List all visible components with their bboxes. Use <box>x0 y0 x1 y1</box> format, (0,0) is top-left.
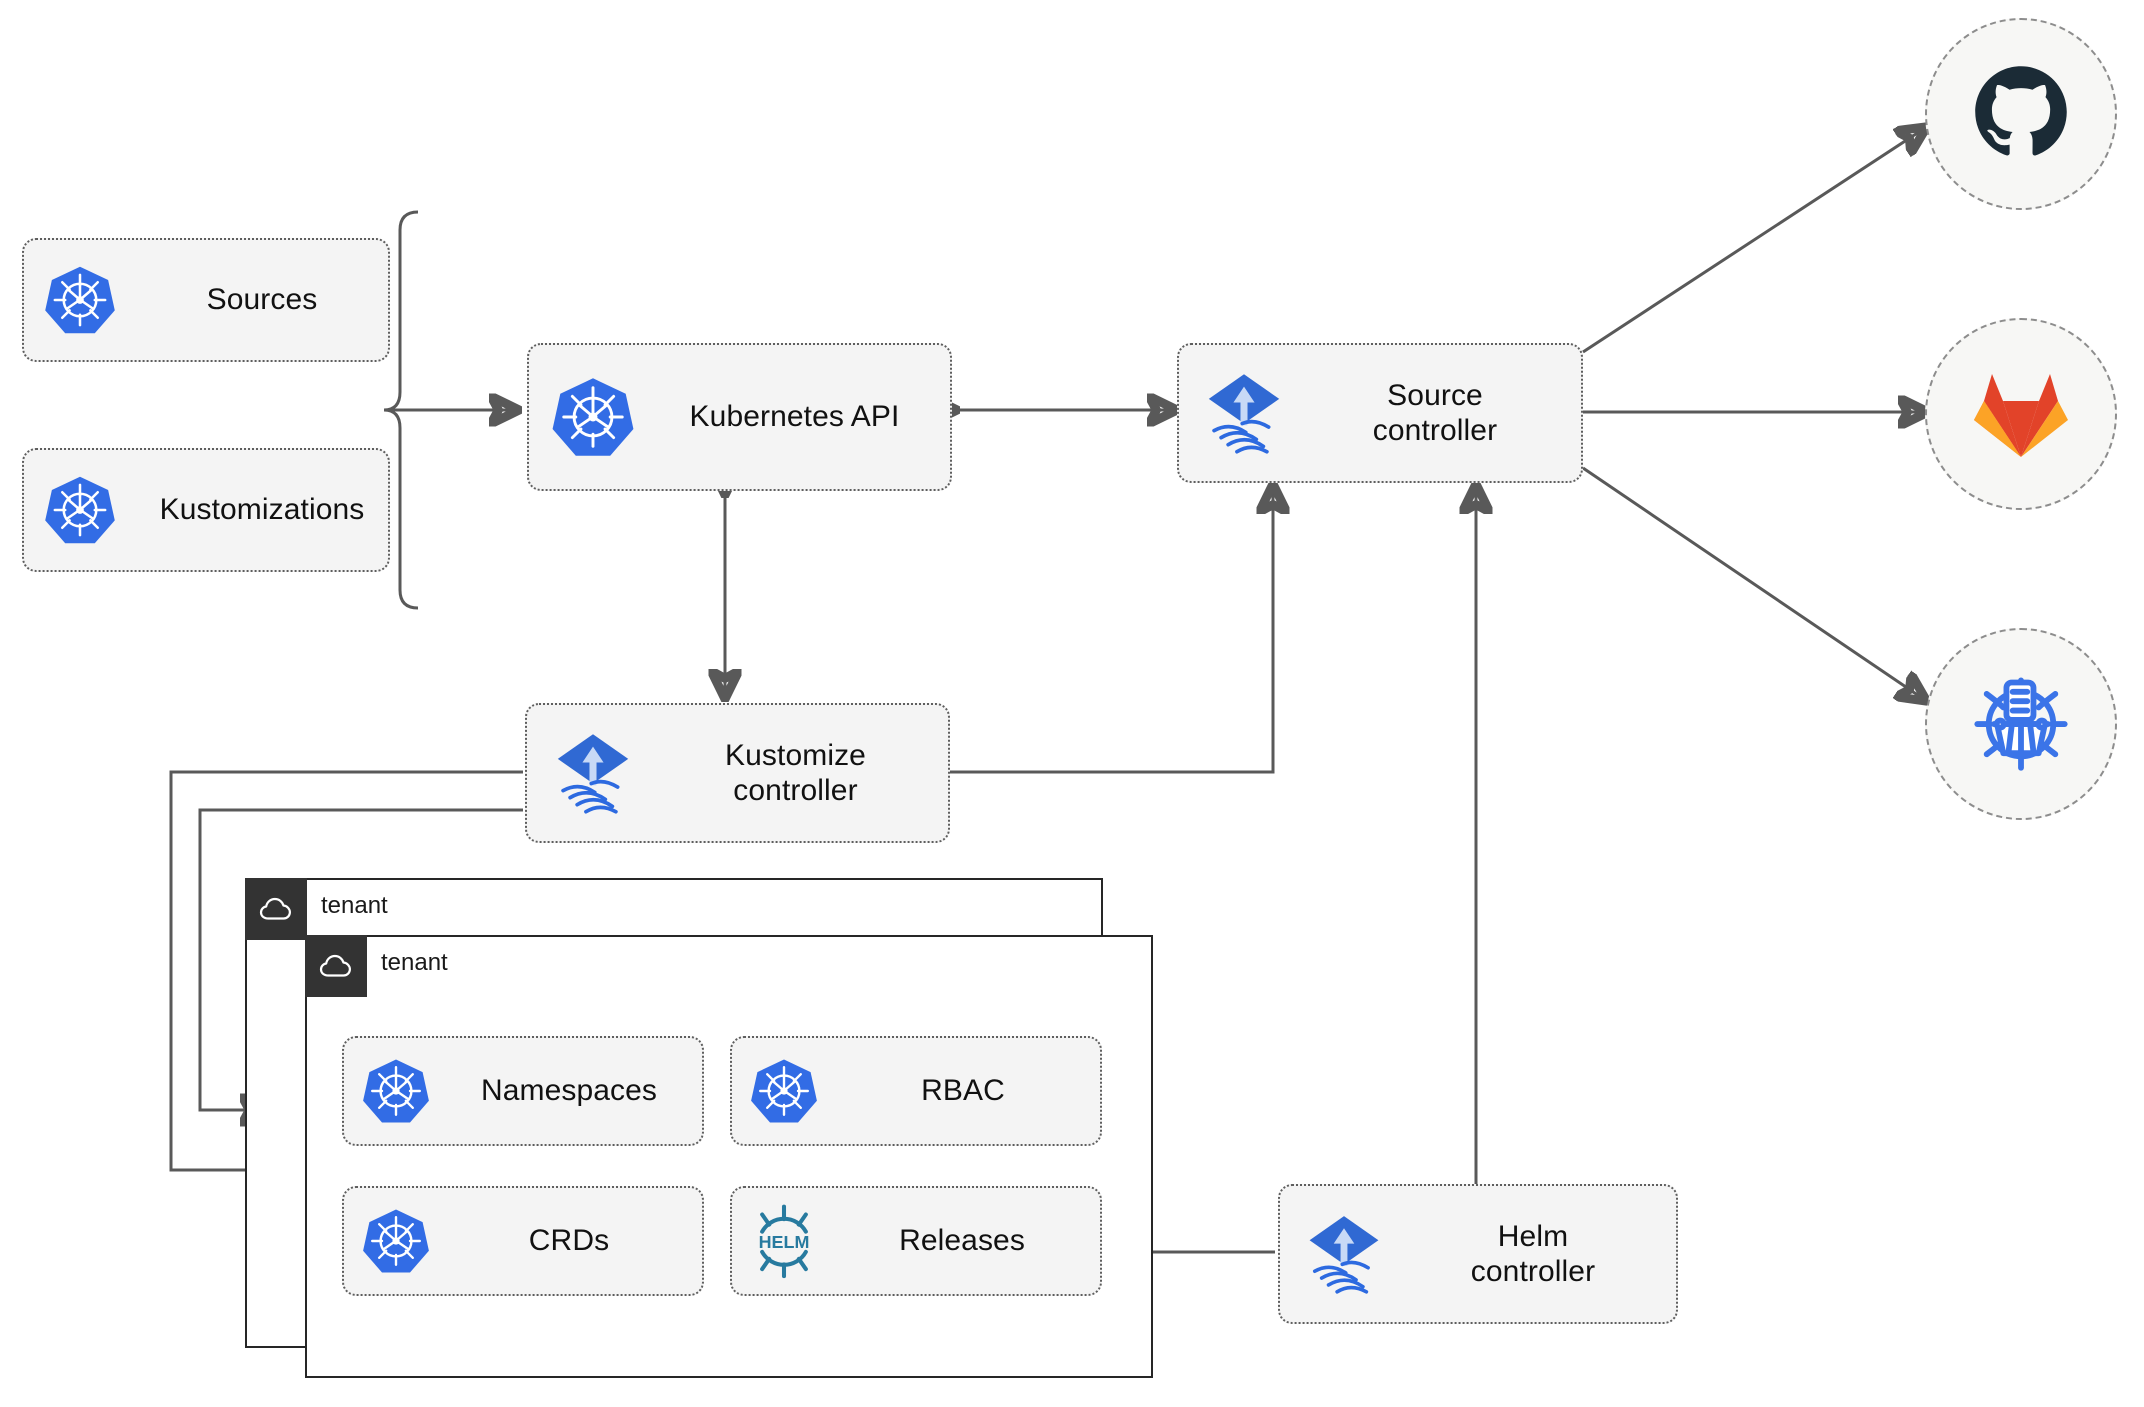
kubernetes-icon <box>732 1056 836 1126</box>
node-label: Kustomize controller <box>725 738 866 807</box>
bucket-icon <box>1969 670 2073 779</box>
kubernetes-icon <box>529 374 657 460</box>
node-namespaces[interactable]: Namespaces <box>342 1036 704 1146</box>
kubernetes-icon <box>344 1056 448 1126</box>
node-kustomize-controller[interactable]: Kustomize controller <box>525 703 950 843</box>
node-label: Source controller <box>1372 378 1498 447</box>
node-label: Kustomizations <box>159 493 365 527</box>
node-sources[interactable]: Sources <box>22 238 390 362</box>
provider-github[interactable] <box>1925 18 2117 210</box>
node-label: CRDs <box>528 1224 610 1258</box>
node-source-controller[interactable]: Source controller <box>1177 343 1583 483</box>
node-label: Releases <box>899 1224 1025 1258</box>
cloud-icon <box>305 935 367 997</box>
cloud-icon <box>245 878 307 940</box>
node-label: Namespaces <box>480 1074 658 1108</box>
node-label: Sources <box>206 283 318 317</box>
provider-gitlab[interactable] <box>1925 318 2117 510</box>
node-rbac[interactable]: RBAC <box>730 1036 1102 1146</box>
svg-text:HELM: HELM <box>759 1232 810 1252</box>
node-releases[interactable]: HELM Releases <box>730 1186 1102 1296</box>
flux-icon <box>1179 369 1309 457</box>
kubernetes-icon <box>24 263 136 337</box>
node-label: Helm controller <box>1470 1219 1596 1288</box>
helm-icon: HELM <box>732 1202 836 1280</box>
node-kubernetes-api[interactable]: Kubernetes API <box>527 343 952 491</box>
node-label: RBAC <box>921 1074 1005 1108</box>
gitlab-icon <box>1971 364 2071 465</box>
node-helm-controller[interactable]: Helm controller <box>1278 1184 1678 1324</box>
tenant-label: tenant <box>381 949 448 976</box>
node-label: Kubernetes API <box>689 400 900 434</box>
flux-icon <box>1280 1211 1408 1297</box>
github-icon <box>1969 60 2073 169</box>
provider-bucket[interactable] <box>1925 628 2117 820</box>
tenant-label: tenant <box>321 892 388 919</box>
node-kustomizations[interactable]: Kustomizations <box>22 448 390 572</box>
flux-icon <box>527 729 659 817</box>
tenant-container-inner: tenant <box>305 935 1153 1378</box>
node-crds[interactable]: CRDs <box>342 1186 704 1296</box>
kubernetes-icon <box>24 473 136 547</box>
kubernetes-icon <box>344 1206 448 1276</box>
